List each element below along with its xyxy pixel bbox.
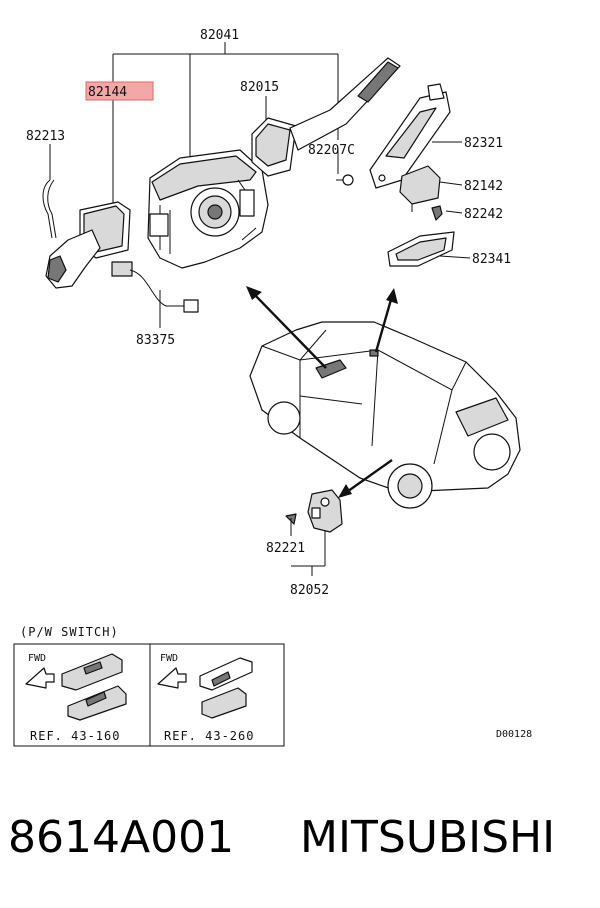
inset-right-fwd: FWD bbox=[160, 653, 178, 664]
label-82144[interactable]: 82144 bbox=[88, 85, 127, 100]
label-82213: 82213 bbox=[26, 129, 65, 144]
door-switch-drawing bbox=[285, 489, 343, 533]
fwd-arrow-icon bbox=[25, 667, 55, 689]
label-82052: 82052 bbox=[290, 583, 329, 598]
label-82207c: 82207C bbox=[308, 143, 355, 158]
pointer-arrows bbox=[246, 286, 398, 498]
leader-lines bbox=[49, 42, 471, 576]
label-82041: 82041 bbox=[200, 28, 239, 43]
label-82321: 82321 bbox=[464, 136, 503, 151]
diagram-code: D00128 bbox=[496, 729, 532, 740]
label-83375: 83375 bbox=[136, 333, 175, 348]
column-switch-drawing bbox=[42, 57, 401, 313]
part-labels: 82041 82144 82015 82213 82207C 82321 821… bbox=[26, 28, 511, 598]
inset-left-fwd: FWD bbox=[28, 653, 46, 664]
footer-brand: MITSUBISHI bbox=[300, 812, 555, 863]
label-82015: 82015 bbox=[240, 80, 279, 95]
label-82221: 82221 bbox=[266, 541, 305, 556]
inset-title: (P/W SWITCH) bbox=[20, 625, 119, 639]
fwd-arrow-icon bbox=[157, 667, 187, 689]
label-82341: 82341 bbox=[472, 252, 511, 267]
highlight-82144 bbox=[85, 81, 154, 101]
right-parts-drawing bbox=[369, 83, 455, 267]
inset-left-ref[interactable]: REF. 43-160 bbox=[30, 729, 120, 743]
pw-switch-inset: (P/W SWITCH) FWD REF. 43-160 FWD REF. 43… bbox=[13, 625, 285, 747]
inset-right-ref[interactable]: REF. 43-260 bbox=[164, 729, 254, 743]
footer-part-number: 8614A001 bbox=[8, 812, 234, 863]
car-drawing bbox=[249, 321, 521, 509]
label-82142: 82142 bbox=[464, 179, 503, 194]
label-82242: 82242 bbox=[464, 207, 503, 222]
